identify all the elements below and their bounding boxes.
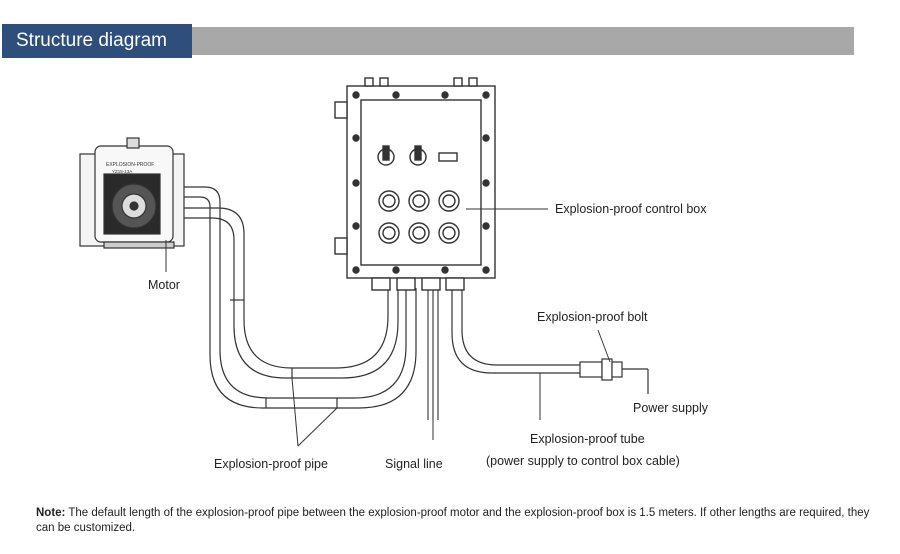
footnote: Note: The default length of the explosio… (36, 506, 886, 536)
label-tube: Explosion-proof tube (530, 432, 645, 446)
note-text: The default length of the explosion-proo… (36, 507, 870, 534)
note-prefix: Note: (36, 507, 66, 519)
pump-head-label: YZ15-13A (112, 169, 132, 174)
signal-line-cable (427, 290, 439, 420)
explosion-proof-tube (451, 290, 582, 374)
section-title: Structure diagram (2, 24, 192, 58)
pump-motor: EXPLOSION-PROOF YZ15-13A (79, 137, 185, 249)
label-pipe: Explosion-proof pipe (214, 457, 328, 471)
label-tube-note: (power supply to control box cable) (486, 454, 680, 468)
label-control-box: Explosion-proof control box (555, 202, 707, 216)
label-power-supply: Power supply (633, 401, 709, 415)
leader-lines (165, 208, 611, 447)
explosion-proof-pipe (183, 186, 417, 409)
label-motor: Motor (148, 278, 180, 292)
pump-model-label: EXPLOSION-PROOF (106, 162, 154, 168)
control-box (334, 77, 496, 291)
label-bolt: Explosion-proof bolt (537, 310, 648, 324)
label-signal-line: Signal line (385, 457, 443, 471)
explosion-proof-bolt (579, 358, 649, 394)
